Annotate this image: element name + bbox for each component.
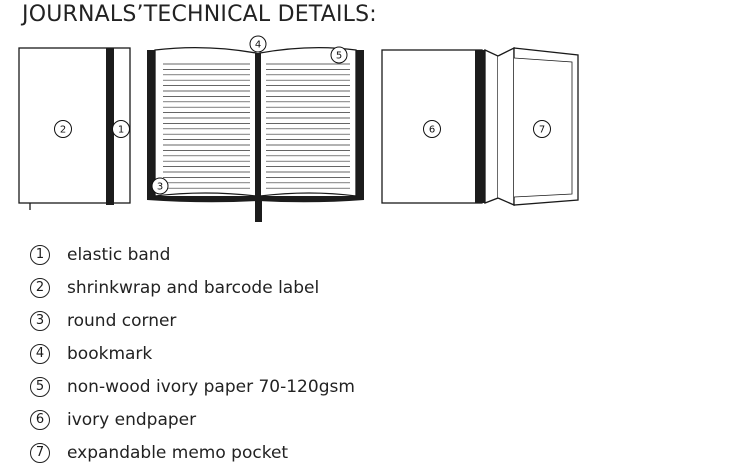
callout-1-closed: 1	[112, 120, 130, 138]
legend-label: non-wood ivory paper 70-120gsm	[67, 376, 355, 397]
legend-label: elastic band	[67, 244, 171, 265]
legend-item: 3 round corner	[30, 304, 355, 337]
journal-diagram: 2 1 4 5 3 6	[0, 0, 750, 230]
legend-label: bookmark	[67, 343, 153, 364]
callout-6-back: 6	[423, 120, 441, 138]
callout-label: 6	[429, 125, 435, 136]
legend-list: 1 elastic band 2 shrinkwrap and barcode …	[30, 238, 355, 469]
open-journal	[147, 46, 364, 203]
elastic-band-front	[106, 48, 114, 205]
callout-label: 4	[255, 40, 261, 51]
legend-number: 1	[30, 244, 50, 265]
bookmark	[255, 53, 262, 222]
legend-item: 5 non-wood ivory paper 70-120gsm	[30, 370, 355, 403]
page-lines	[163, 63, 350, 189]
legend-number: 2	[30, 277, 50, 298]
legend-number: 5	[30, 376, 50, 397]
callout-label: 7	[539, 125, 545, 136]
legend-item: 6 ivory endpaper	[30, 403, 355, 436]
legend-item: 7 expandable memo pocket	[30, 436, 355, 469]
callout-label: 2	[60, 125, 66, 136]
legend-number: 7	[30, 442, 50, 463]
legend-number: 3	[30, 310, 50, 331]
legend-item: 4 bookmark	[30, 337, 355, 370]
callout-label: 1	[118, 125, 124, 136]
callout-5-open: 5	[330, 46, 348, 64]
callout-2-closed: 2	[54, 120, 72, 138]
callout-label: 3	[157, 182, 163, 193]
legend-label: expandable memo pocket	[67, 442, 289, 463]
legend-item: 1 elastic band	[30, 238, 355, 271]
legend-item: 2 shrinkwrap and barcode label	[30, 271, 355, 304]
page-title: JOURNALS’TECHNICAL DETAILS:	[22, 2, 377, 27]
callout-4-open: 4	[249, 35, 267, 53]
callout-3-open: 3	[151, 177, 169, 195]
elastic-band-back	[475, 50, 485, 203]
legend-label: shrinkwrap and barcode label	[67, 277, 320, 298]
legend-number: 6	[30, 409, 50, 430]
legend-label: round corner	[67, 310, 177, 331]
closed-journal	[18, 47, 131, 210]
callout-label: 5	[336, 51, 342, 62]
callout-7-back: 7	[533, 120, 551, 138]
legend-number: 4	[30, 343, 50, 364]
legend-label: ivory endpaper	[67, 409, 197, 430]
